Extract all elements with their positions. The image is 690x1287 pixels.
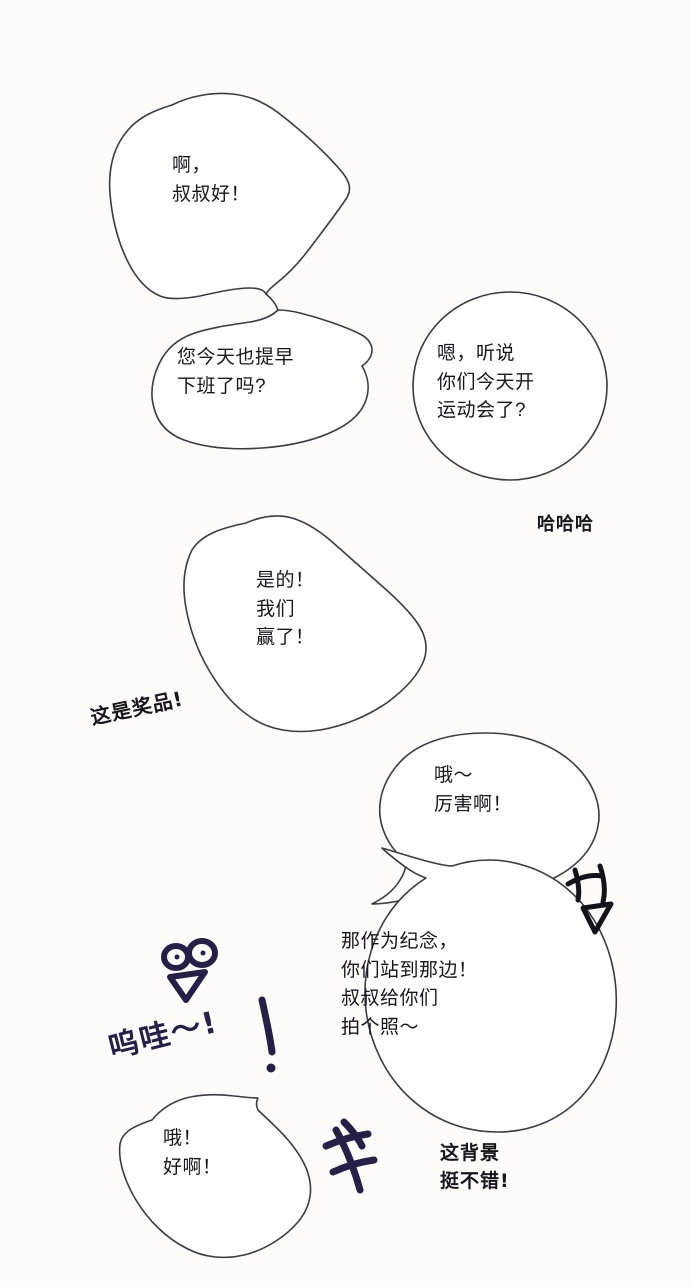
bubble-text-5: 哦～ 厉害啊！ <box>434 765 513 815</box>
sfx-this-is-the-prize: 这是奖品! <box>88 686 186 730</box>
bubble-text-2: 您今天也提早 下班了吗? <box>177 347 295 397</box>
bubble-text-7: 哦！ 好啊！ <box>163 1128 222 1178</box>
bubble-text-4: 是的！ 我们 赢了！ <box>256 570 315 648</box>
doodle-hand-mark-icon <box>322 1118 378 1194</box>
sfx-haha: 哈哈哈 <box>537 514 594 535</box>
bubble-text-3: 嗯，听说 你们今天开 运动会了? <box>437 343 535 421</box>
sfx-wow: 呜哇～! <box>104 1004 222 1066</box>
doodle-exclamation-icon <box>258 996 276 1073</box>
doodle-face-black-icon <box>565 863 614 935</box>
bubble-text-6: 那作为纪念， 你们站到那边！ 叔叔给你们 拍个照～ <box>341 931 478 1038</box>
doodle-face-purple-icon <box>161 938 218 1003</box>
sfx-nice-background: 这背景 挺不错! <box>440 1142 510 1192</box>
bubble-tail-1 <box>265 293 279 311</box>
bubble-text-1: 啊， 叔叔好！ <box>172 155 251 205</box>
